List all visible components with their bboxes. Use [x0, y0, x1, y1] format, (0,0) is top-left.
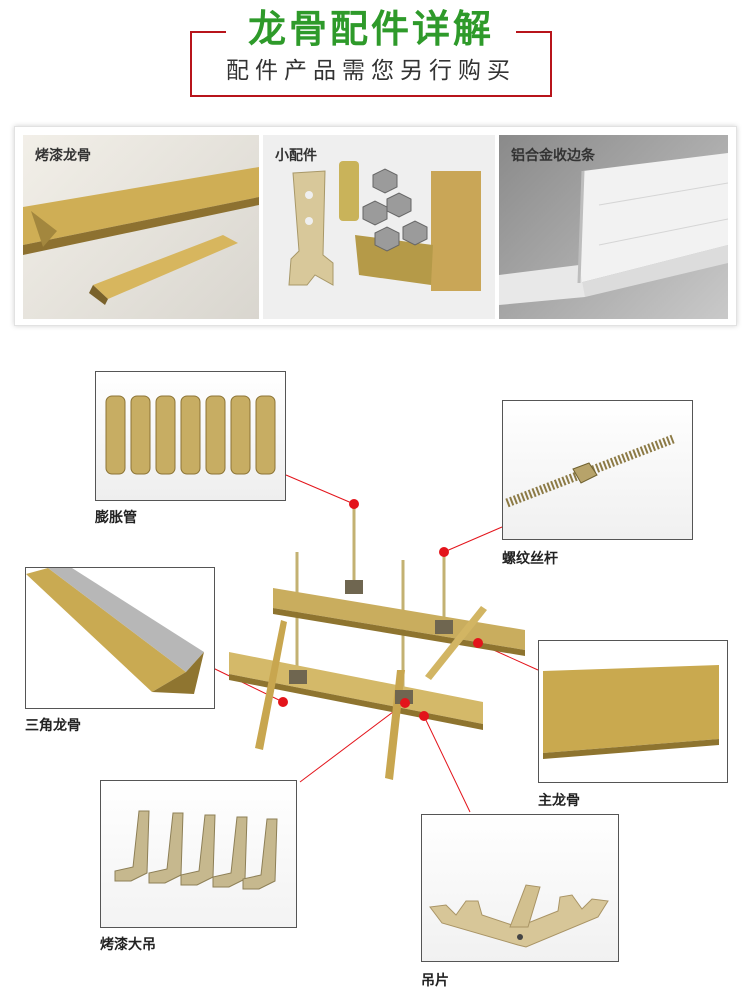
small-accessories-illustration [288, 161, 481, 291]
keel-assembly-diagram [229, 504, 525, 780]
product-strip: 烤漆龙骨 小配件 铝合 [14, 126, 737, 326]
label-hanging-plate: 吊片 [421, 973, 449, 989]
photo-painted-hanger [100, 780, 297, 928]
photo-main-keel [538, 640, 728, 783]
painted-hanger-illustration [114, 810, 278, 890]
callout-dot-main-keel [473, 638, 483, 648]
page-title: 龙骨配件详解 [247, 7, 494, 51]
expansion-tube-illustration [105, 395, 276, 475]
photo-threaded-rod [502, 400, 693, 540]
header-line-right [516, 31, 552, 33]
photo-expansion-tube [95, 371, 286, 501]
label-triangle-keel: 三角龙骨 [25, 718, 81, 734]
page-subtitle: 配件产品需您另行购买 [226, 58, 516, 84]
threaded-rod-illustration [505, 434, 675, 508]
callout-dot-painted-hanger [400, 698, 410, 708]
photo-hanging-plate [421, 814, 619, 962]
header-line-left [190, 31, 226, 33]
label-main-keel: 主龙骨 [538, 793, 580, 809]
hanging-plate-illustration [429, 884, 609, 948]
callout-dot-threaded-rod [439, 547, 449, 557]
product-label-small-accessories: 小配件 [275, 148, 317, 164]
product-label-aluminum-edge: 铝合金收边条 [511, 148, 595, 164]
aluminum-edge-illustration [499, 153, 728, 305]
callout-dot-expansion-tube [349, 499, 359, 509]
label-expansion-tube: 膨胀管 [95, 510, 137, 526]
painted-keel-illustration [23, 167, 259, 305]
product-photo-small-accessories: 小配件 [263, 135, 495, 319]
product-label-painted-keel: 烤漆龙骨 [35, 148, 91, 164]
label-threaded-rod: 螺纹丝杆 [502, 551, 558, 567]
callout-dot-triangle-keel [278, 697, 288, 707]
photo-triangle-keel [25, 567, 215, 709]
label-painted-hanger: 烤漆大吊 [100, 937, 156, 953]
product-photo-painted-keel: 烤漆龙骨 [23, 135, 259, 319]
callout-dot-hanging-plate [419, 711, 429, 721]
product-photo-aluminum-edge: 铝合金收边条 [499, 135, 728, 319]
triangle-keel-illustration [26, 568, 204, 694]
header-frame [190, 31, 552, 97]
main-keel-illustration [543, 665, 719, 759]
